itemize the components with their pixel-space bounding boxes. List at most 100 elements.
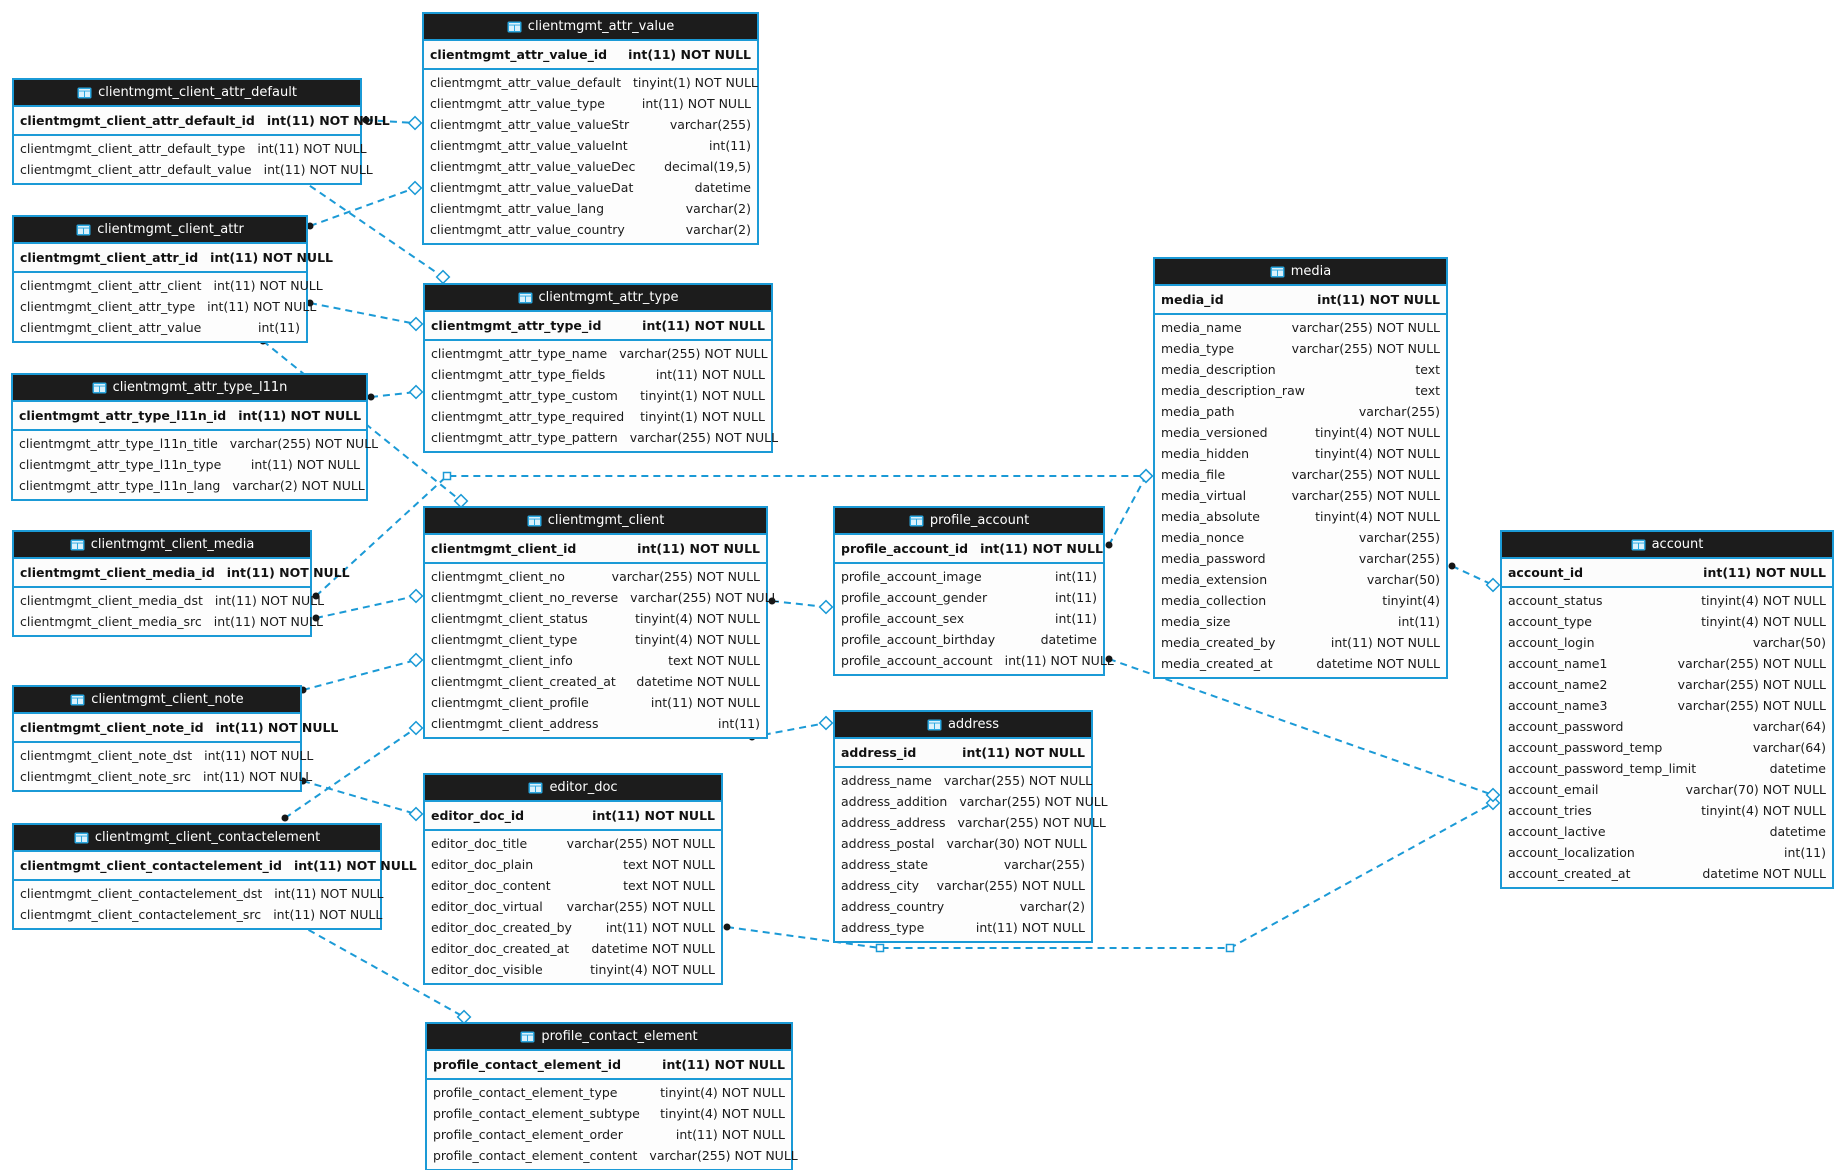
table-header[interactable]: clientmgmt_client_attr: [14, 217, 306, 244]
relationship-line[interactable]: [262, 340, 462, 502]
table-clientmgmt_attr_type[interactable]: clientmgmt_attr_type clientmgmt_attr_type…: [423, 283, 778, 453]
table-clientmgmt_attr_value[interactable]: clientmgmt_attr_value clientmgmt_attr_val…: [422, 12, 759, 245]
relationship-line[interactable]: [365, 119, 416, 124]
table-clientmgmt_client_media[interactable]: clientmgmt_client_media clientmgmt_client…: [12, 530, 350, 637]
table-header[interactable]: clientmgmt_attr_type: [425, 285, 771, 312]
table-header[interactable]: media: [1155, 259, 1446, 286]
table-header[interactable]: clientmgmt_client_media: [14, 532, 310, 559]
relationship-line[interactable]: [370, 391, 417, 398]
relationship-line[interactable]: [771, 600, 827, 608]
relationship-line[interactable]: [297, 923, 465, 1018]
table-header[interactable]: address: [835, 712, 1091, 739]
table-header[interactable]: profile_account: [835, 508, 1103, 535]
table-header[interactable]: clientmgmt_attr_value: [424, 14, 757, 41]
relationship-line[interactable]: [309, 187, 416, 227]
table-header[interactable]: clientmgmt_attr_type_l11n: [13, 375, 366, 402]
table-header[interactable]: editor_doc: [425, 775, 721, 802]
table-header[interactable]: clientmgmt_client_note: [14, 687, 300, 714]
relationship-line[interactable]: [726, 802, 1494, 949]
relationship-line[interactable]: [1108, 658, 1494, 796]
table-clientmgmt_client_attr_default[interactable]: clientmgmt_client_attr_default clientmgmt…: [12, 78, 390, 185]
table-header[interactable]: clientmgmt_client_attr_default: [14, 80, 360, 107]
table-header[interactable]: profile_contact_element: [427, 1024, 791, 1051]
table-header[interactable]: clientmgmt_client: [425, 508, 766, 535]
table-header[interactable]: account: [1502, 532, 1832, 559]
relationship-line[interactable]: [315, 595, 417, 619]
